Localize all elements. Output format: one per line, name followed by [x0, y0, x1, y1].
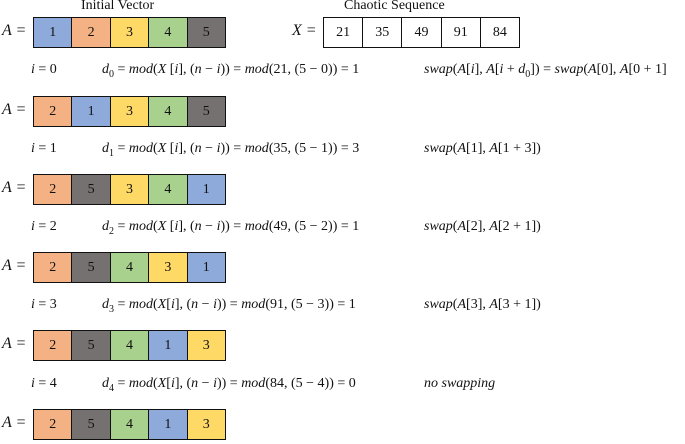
step-index: i = 1	[31, 141, 57, 156]
step-swap: no swapping	[424, 376, 496, 391]
step-swap: swap(A[3], A[3 + 1])	[424, 297, 541, 312]
vector-cell: 5	[71, 330, 111, 361]
chaotic-sequence-cell: 49	[401, 17, 442, 48]
initial-vector-title: Initial Vector	[81, 0, 155, 13]
step-index: i = 4	[31, 376, 57, 391]
a-variable-label: A =	[2, 257, 27, 274]
vector-cell: 3	[148, 252, 188, 283]
step-equation: d3 = mod(X[i], (n − i)) = mod(91, (5 − 3…	[102, 297, 356, 315]
chaotic-sequence-cell: 35	[362, 17, 403, 48]
vector-cell: 5	[186, 96, 226, 127]
vector-cell: 3	[109, 17, 150, 48]
vector-cell: 3	[186, 409, 226, 440]
vector-cell: 1	[186, 174, 226, 205]
vector-cell: 4	[109, 409, 150, 440]
vector-cell: 1	[148, 330, 188, 361]
step-swap: swap(A[2], A[2 + 1])	[424, 219, 541, 234]
vector-cell: 5	[71, 252, 111, 283]
vector-cell: 3	[109, 174, 150, 205]
step-equation: d1 = mod(X [i], (n − i)) = mod(35, (5 − …	[102, 141, 360, 159]
vector-cell: 5	[71, 174, 111, 205]
a-variable-label: A =	[2, 335, 27, 352]
vector-cell: 2	[71, 17, 111, 48]
step-index: i = 2	[31, 219, 57, 234]
x-variable-label: X =	[292, 22, 317, 39]
vector-cell: 3	[186, 330, 226, 361]
vector-cell: 4	[109, 330, 150, 361]
step-swap: swap(A[1], A[1 + 3])	[424, 141, 541, 156]
vector-cell: 2	[33, 96, 73, 127]
vector-cell: 1	[186, 252, 226, 283]
step-equation: d2 = mod(X [i], (n − i)) = mod(49, (5 − …	[102, 219, 360, 237]
vector-cell: 2	[33, 252, 73, 283]
chaotic-sequence-cell: 91	[440, 17, 481, 48]
vector-cell: 1	[33, 17, 73, 48]
vector-cell: 3	[109, 96, 150, 127]
step-index: i = 0	[31, 62, 57, 77]
a-variable-label: A =	[2, 414, 27, 431]
a-variable-label: A =	[2, 179, 27, 196]
vector-cell: 4	[148, 174, 188, 205]
chaotic-sequence-title: Chaotic Sequence	[344, 0, 445, 13]
vector-cell: 5	[186, 17, 226, 48]
vector-cell: 2	[33, 409, 73, 440]
chaotic-sequence-cell: 21	[323, 17, 364, 48]
a-variable-label: A =	[2, 101, 27, 118]
vector-cell: 1	[148, 409, 188, 440]
vector-cell: 4	[109, 252, 150, 283]
step-equation: d4 = mod(X[i], (n − i)) = mod(84, (5 − 4…	[102, 376, 356, 394]
vector-cell: 2	[33, 330, 73, 361]
step-index: i = 3	[31, 297, 57, 312]
vector-cell: 1	[71, 96, 111, 127]
step-swap: swap(A[i], A[i + d0]) = swap(A[0], A[0 +…	[424, 62, 667, 80]
vector-cell: 5	[71, 409, 111, 440]
a-variable-label: A =	[2, 22, 27, 39]
vector-cell: 4	[148, 17, 188, 48]
chaotic-sequence-cell: 84	[479, 17, 520, 48]
step-equation: d0 = mod(X [i], (n − i)) = mod(21, (5 − …	[102, 62, 360, 80]
vector-cell: 2	[33, 174, 73, 205]
vector-cell: 4	[148, 96, 188, 127]
